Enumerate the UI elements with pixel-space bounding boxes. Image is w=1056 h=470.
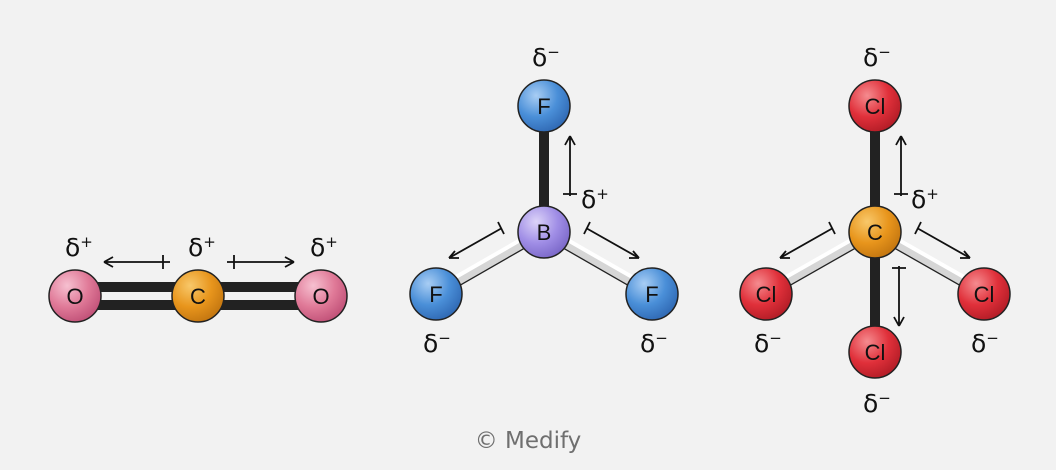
svg-text:B: B bbox=[537, 220, 552, 245]
dipole-arrow-ccl4-left bbox=[779, 221, 836, 259]
partial-charge-c: δ+ bbox=[188, 233, 216, 262]
partial-charge-cl-right: δ− bbox=[971, 329, 999, 358]
partial-charge-f-left: δ− bbox=[423, 329, 451, 358]
bf3-atom-b: B bbox=[517, 205, 571, 259]
co2-atom-o-left: O bbox=[48, 269, 102, 323]
partial-charge-c-center: δ+ bbox=[911, 185, 939, 214]
ccl4-atom-cl-bottom: Cl bbox=[848, 325, 902, 379]
ccl4-atom-cl-left: Cl bbox=[739, 267, 793, 321]
co2-molecule: O C O δ+ δ+ δ+ bbox=[48, 233, 348, 323]
partial-charge-f-top: δ− bbox=[532, 43, 560, 72]
bf3-atom-f-left: F bbox=[409, 267, 463, 321]
dipole-arrow-bf3-left bbox=[448, 221, 505, 259]
ccl4-atom-cl-top: Cl bbox=[848, 79, 902, 133]
partial-charge-o-right: δ+ bbox=[310, 233, 338, 262]
partial-charge-o-left: δ+ bbox=[65, 233, 93, 262]
dipole-arrow-bf3-right bbox=[583, 221, 640, 259]
partial-charge-cl-top: δ− bbox=[863, 43, 891, 72]
co2-atom-c: C bbox=[171, 269, 225, 323]
dipole-arrow-co2-right bbox=[227, 255, 295, 269]
dipole-arrow-ccl4-right bbox=[914, 221, 971, 259]
svg-text:Cl: Cl bbox=[974, 282, 995, 307]
partial-charge-cl-bottom: δ− bbox=[863, 389, 891, 418]
svg-text:O: O bbox=[66, 284, 83, 309]
partial-charge-b: δ+ bbox=[581, 185, 609, 214]
bf3-molecule: F B F F δ− δ+ δ− δ− bbox=[409, 43, 679, 358]
ccl4-molecule: Cl C Cl Cl Cl δ− δ+ δ− δ− δ− bbox=[739, 43, 1011, 418]
dipole-arrow-ccl4-bottom bbox=[892, 266, 906, 327]
svg-text:C: C bbox=[190, 284, 206, 309]
ccl4-atom-c: C bbox=[848, 205, 902, 259]
svg-text:C: C bbox=[867, 220, 883, 245]
bf3-atom-f-right: F bbox=[625, 267, 679, 321]
svg-text:Cl: Cl bbox=[865, 340, 886, 365]
svg-text:Cl: Cl bbox=[865, 94, 886, 119]
dipole-arrow-ccl4-top bbox=[894, 135, 908, 196]
copyright-credit: © Medify bbox=[475, 428, 582, 454]
partial-charge-cl-left: δ− bbox=[754, 329, 782, 358]
svg-text:F: F bbox=[429, 282, 442, 307]
svg-text:Cl: Cl bbox=[756, 282, 777, 307]
svg-text:F: F bbox=[537, 94, 550, 119]
bf3-atom-f-top: F bbox=[517, 79, 571, 133]
co2-atom-o-right: O bbox=[294, 269, 348, 323]
svg-text:F: F bbox=[645, 282, 658, 307]
partial-charge-f-right: δ− bbox=[640, 329, 668, 358]
dipole-arrow-co2-left bbox=[103, 255, 170, 269]
svg-text:O: O bbox=[312, 284, 329, 309]
ccl4-atom-cl-right: Cl bbox=[957, 267, 1011, 321]
dipole-arrow-bf3-top bbox=[563, 135, 577, 196]
